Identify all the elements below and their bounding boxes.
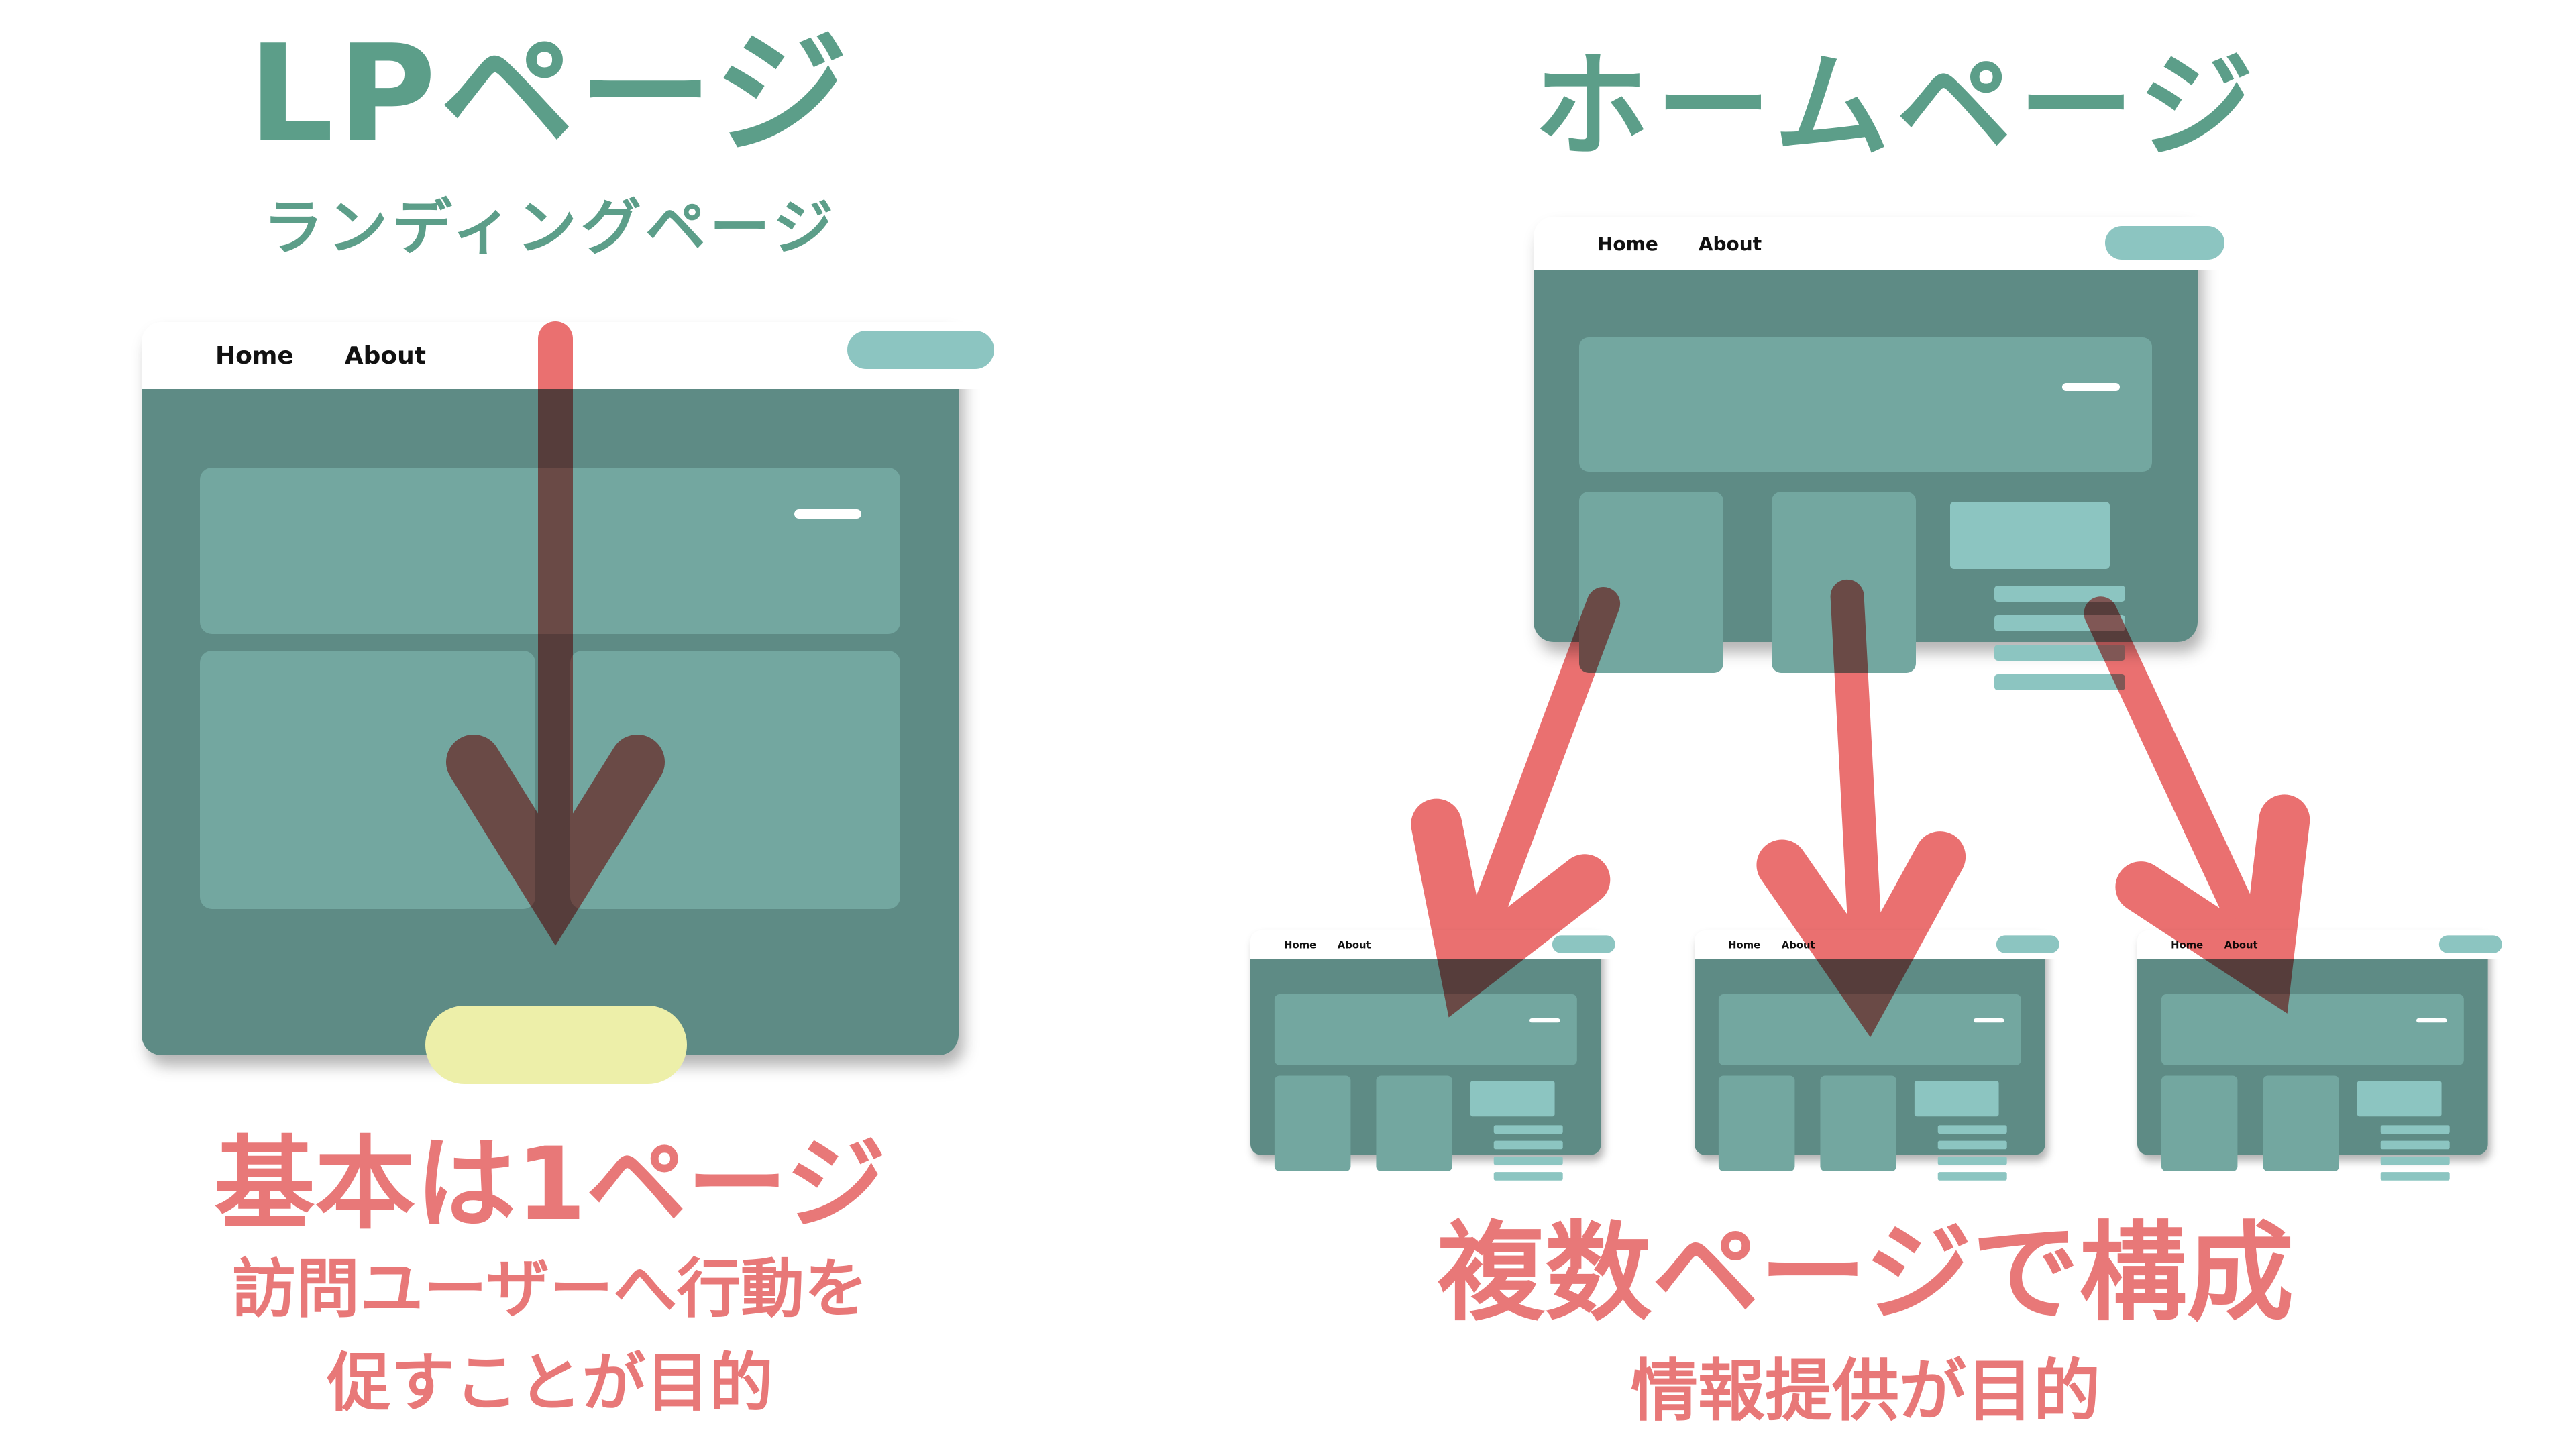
text-line: [2380, 1156, 2450, 1165]
subpage-browser-navbar: Home About: [2137, 930, 2522, 959]
hero-block: [1274, 994, 1577, 1065]
lp-browser-mockup: Home About: [142, 322, 1032, 1084]
homepage-browser-body: [1534, 270, 2198, 690]
lp-caption-title: 基本は1ページ: [214, 1126, 886, 1243]
subpage-browser-1: Home About: [1250, 930, 1635, 1181]
nav-item-about[interactable]: About: [344, 341, 426, 370]
content-card-2: [1376, 1075, 1452, 1172]
homepage-browser-mockup: Home About: [1534, 217, 2261, 690]
subpage-browser-2: Home About: [1695, 930, 2079, 1181]
content-card-1: [1718, 1075, 1795, 1172]
nav-item-about[interactable]: About: [1781, 938, 1815, 951]
hp-title: ホームページ: [1534, 39, 2261, 174]
text-line: [1937, 1140, 2007, 1150]
lp-caption-line1: 訪問ユーザーへ行動を: [231, 1252, 869, 1326]
nav-cta-pill-button[interactable]: [2438, 935, 2502, 953]
sidebar-promo-box: [2357, 1081, 2442, 1117]
subpage-browser-body: [2137, 959, 2488, 1181]
lp-subtitle: ランディングページ: [263, 193, 837, 263]
lp-title: LPページ: [248, 16, 853, 172]
nav-cta-pill-button[interactable]: [1552, 935, 1615, 953]
sidebar-promo-box: [1914, 1081, 1999, 1117]
hero-block: [200, 468, 900, 634]
subpage-browser-3: Home About: [2137, 930, 2522, 1181]
subpage-browser-body: [1250, 959, 1601, 1181]
content-card-1: [1274, 1075, 1351, 1172]
nav-item-home[interactable]: Home: [215, 341, 294, 370]
text-line: [1493, 1125, 1563, 1134]
text-line: [1493, 1156, 1563, 1165]
content-card-1: [1579, 492, 1723, 673]
menu-dash-icon: [2062, 383, 2120, 391]
subpage-browser-navbar: Home About: [1695, 930, 2079, 959]
nav-cta-pill-button[interactable]: [2105, 226, 2224, 260]
sidebar-promo-box: [1470, 1081, 1555, 1117]
subpage-browser-navbar: Home About: [1250, 930, 1635, 959]
text-line: [1937, 1125, 2007, 1134]
text-line: [1493, 1172, 1563, 1181]
hero-block: [1579, 337, 2152, 472]
hp-caption-line1: 情報提供が目的: [1631, 1352, 2100, 1430]
text-line: [1994, 615, 2125, 631]
nav-item-home[interactable]: Home: [1284, 938, 1317, 951]
nav-item-home[interactable]: Home: [1597, 232, 1658, 255]
content-card-1: [2161, 1075, 2238, 1172]
text-line: [2380, 1140, 2450, 1150]
hero-block: [2161, 994, 2464, 1065]
nav-cta-pill-button[interactable]: [1996, 935, 2059, 953]
nav-item-about[interactable]: About: [1698, 232, 1762, 255]
content-block-right: [570, 651, 900, 909]
menu-dash-icon: [794, 509, 861, 519]
content-block-left: [200, 651, 535, 909]
nav-item-about[interactable]: About: [1337, 938, 1371, 951]
nav-item-home[interactable]: Home: [2171, 938, 2204, 951]
text-line: [2380, 1172, 2450, 1181]
text-line: [1994, 586, 2125, 602]
homepage-browser-navbar: Home About: [1534, 217, 2261, 270]
text-line: [1994, 674, 2125, 690]
text-line: [1937, 1172, 2007, 1181]
lp-browser-navbar: Home About: [142, 322, 1032, 389]
subpage-browser-body: [1695, 959, 2045, 1181]
content-card-2: [2263, 1075, 2339, 1172]
text-line: [1937, 1156, 2007, 1165]
hero-block: [1718, 994, 2021, 1065]
nav-item-about[interactable]: About: [2224, 938, 2258, 951]
text-line: [1493, 1140, 1563, 1150]
nav-cta-pill-button[interactable]: [847, 331, 994, 369]
text-line: [1994, 645, 2125, 661]
lp-browser-body: [142, 389, 959, 1084]
content-card-2: [1820, 1075, 1896, 1172]
menu-dash-icon: [2416, 1018, 2447, 1023]
content-card-2: [1772, 492, 1916, 673]
menu-dash-icon: [1529, 1018, 1560, 1023]
sidebar-promo-box: [1950, 502, 2110, 569]
cta-button[interactable]: [425, 1006, 687, 1084]
hp-caption-title: 複数ページで構成: [1437, 1210, 2294, 1336]
lp-caption-line2: 促すことが目的: [327, 1346, 773, 1420]
nav-item-home[interactable]: Home: [1728, 938, 1761, 951]
text-line: [2380, 1125, 2450, 1134]
menu-dash-icon: [1974, 1018, 2004, 1023]
